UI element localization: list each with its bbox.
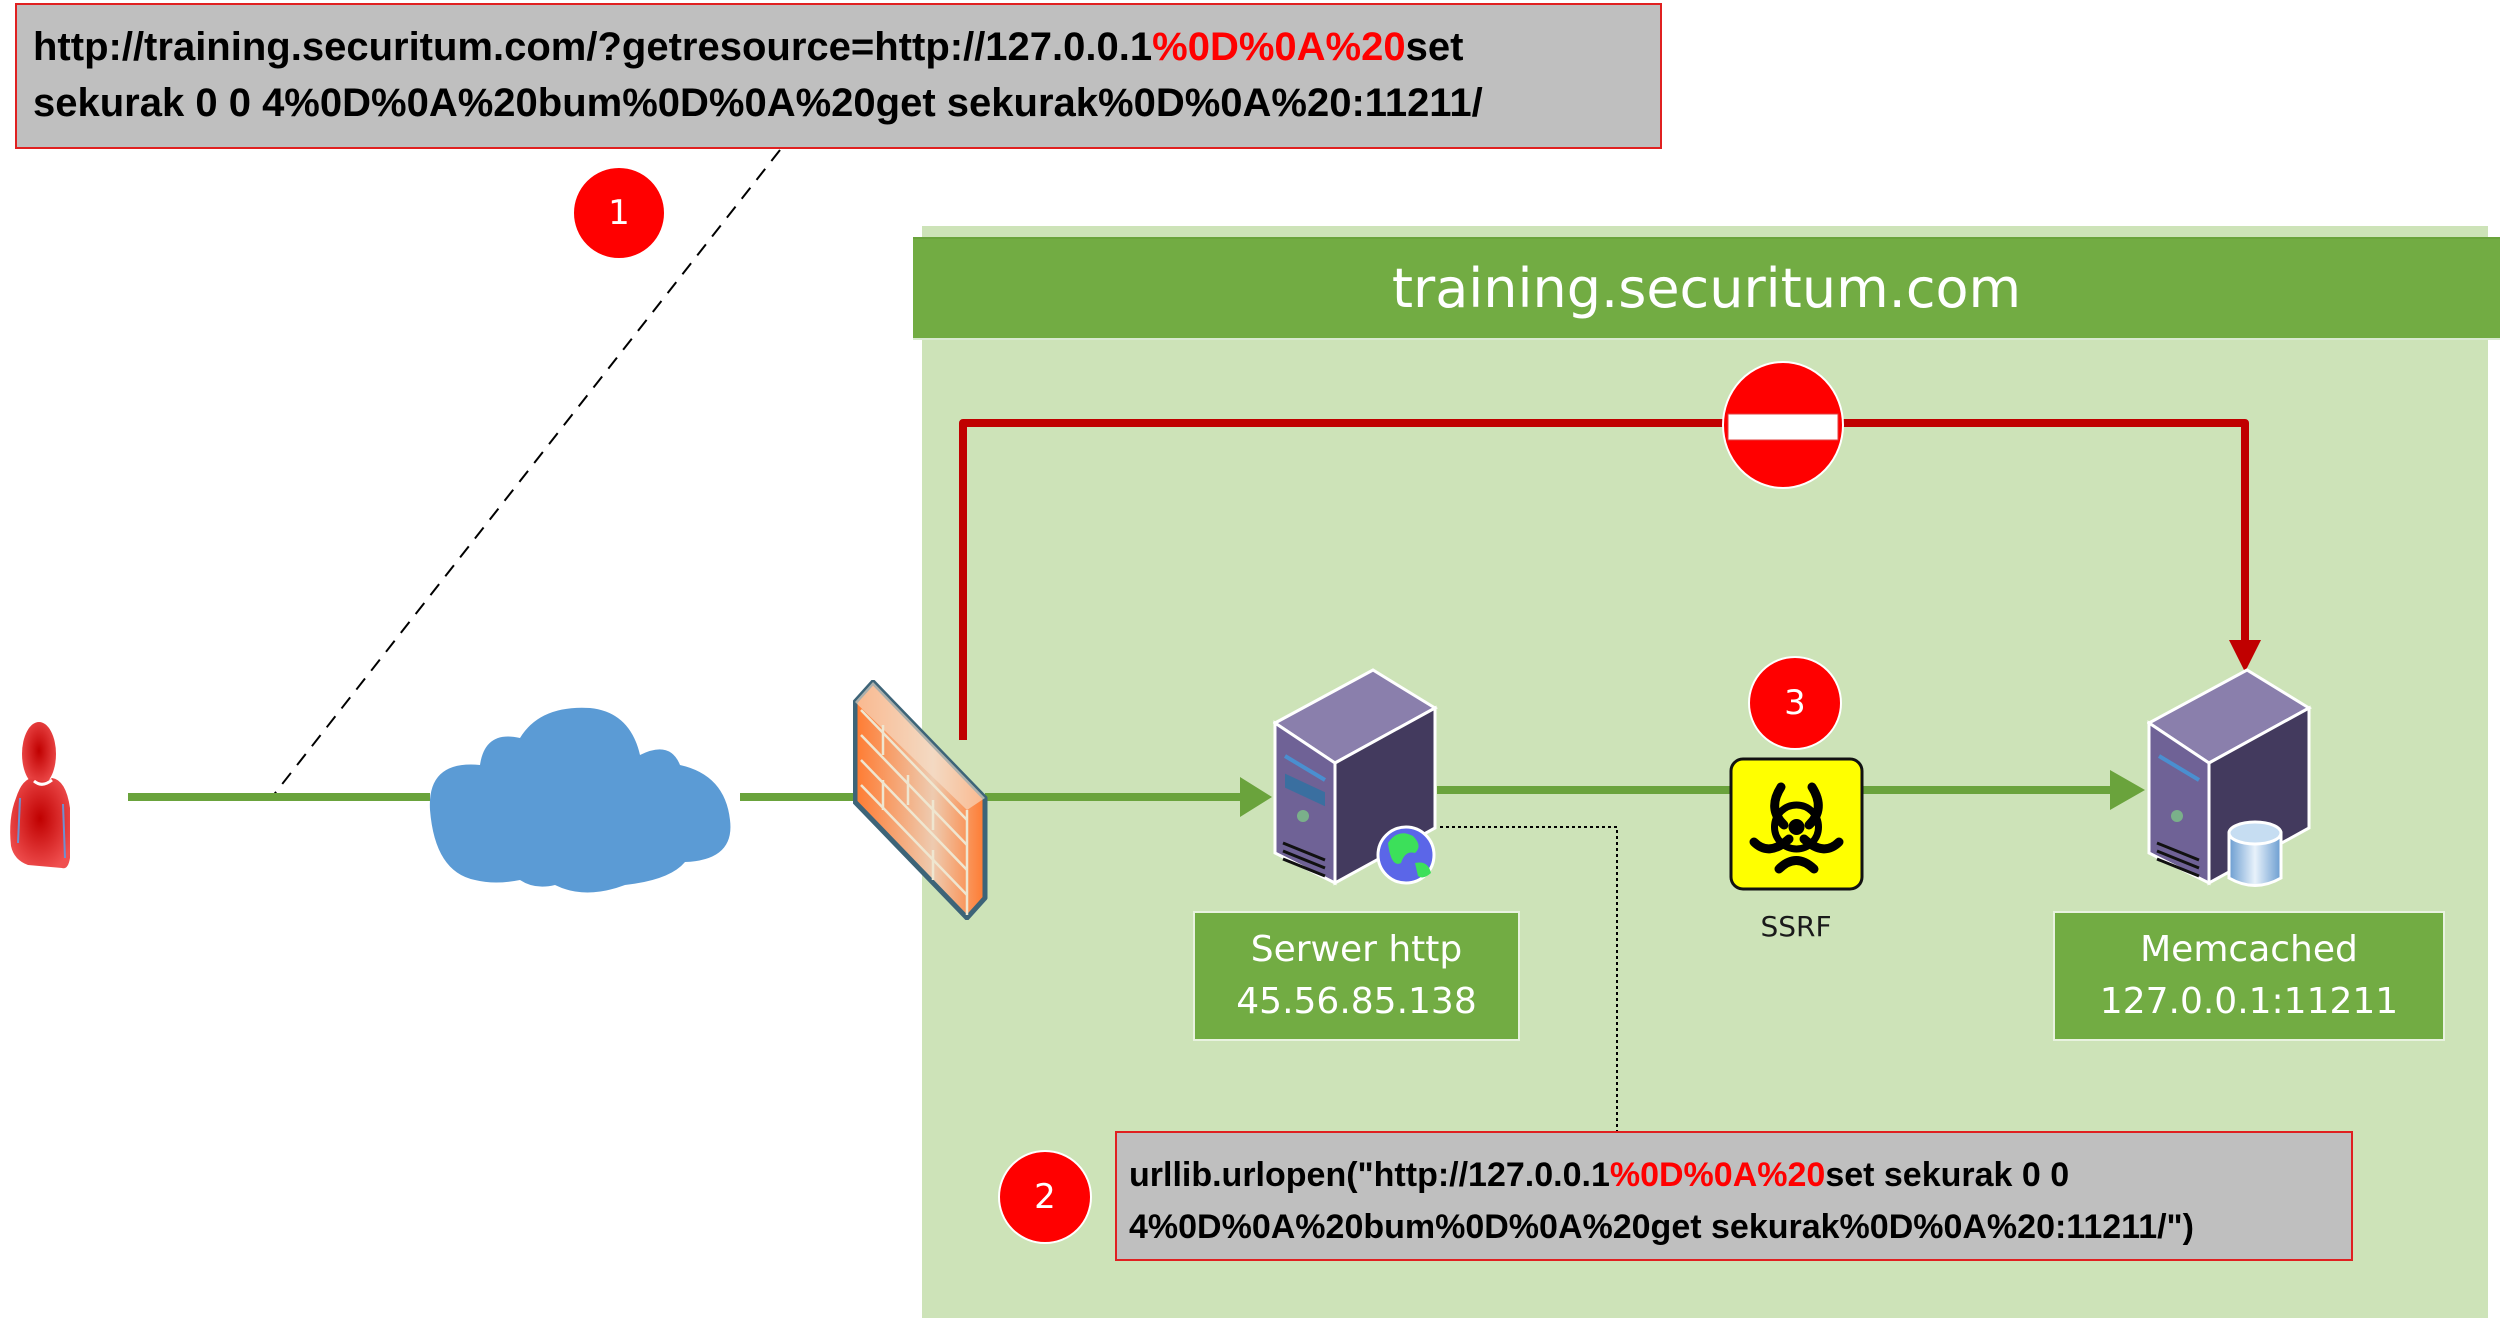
no-entry-icon <box>1722 361 1844 489</box>
arrowhead-to-memcached <box>2110 770 2145 810</box>
attack-url-crlf-highlight: %0D%0A%20 <box>1152 25 1406 69</box>
attack-url-text: set <box>1405 25 1464 69</box>
database-server-icon <box>2147 668 2312 887</box>
attack-url-line-1: http://training.securitum.com/?getresour… <box>33 19 1660 75</box>
server-call-crlf-highlight: %0D%0A%20 <box>1609 1156 1826 1194</box>
http-server-name: Serwer http <box>1250 929 1463 970</box>
ssrf-label: SSRF <box>1760 910 1832 943</box>
callout-dashed-line <box>271 149 781 798</box>
memcached-label: Memcached 127.0.0.1:11211 <box>2053 911 2445 1041</box>
firewall-icon <box>853 680 988 920</box>
attack-url-line-2: sekurak 0 0 4%0D%0A%20bum%0D%0A%20get se… <box>33 81 1483 125</box>
step-badge-3: 3 <box>1748 656 1842 750</box>
arrowhead-to-server <box>1240 777 1272 817</box>
server-call-text: set sekurak 0 0 <box>1825 1156 2070 1194</box>
memcached-name: Memcached <box>2140 929 2358 970</box>
attack-url-box: http://training.securitum.com/?getresour… <box>15 3 1662 149</box>
step-badge-2: 2 <box>998 1150 1092 1244</box>
server-call-box: urllib.urlopen("http://127.0.0.1%0D%0A%2… <box>1115 1131 2353 1261</box>
blocked-path-line <box>959 419 2249 740</box>
server-call-line-2: 4%0D%0A%20bum%0D%0A%20get sekurak%0D%0A%… <box>1129 1208 2194 1246</box>
attack-url-text: http://training.securitum.com/?getresour… <box>33 25 1153 69</box>
biohazard-icon <box>1729 757 1864 891</box>
server-call-line-1: urllib.urlopen("http://127.0.0.1%0D%0A%2… <box>1129 1149 2351 1201</box>
arrowhead-blocked <box>2229 640 2261 672</box>
cloud-icon <box>429 707 731 893</box>
zone-title: training.securitum.com <box>913 237 2500 340</box>
server-call-text: urllib.urlopen("http://127.0.0.1 <box>1129 1156 1610 1194</box>
http-server-address: 45.56.85.138 <box>1236 981 1477 1022</box>
user-icon <box>10 722 71 869</box>
http-server-label: Serwer http 45.56.85.138 <box>1193 911 1520 1041</box>
memcached-address: 127.0.0.1:11211 <box>2099 981 2399 1022</box>
callout-dotted-line <box>1440 826 1618 1131</box>
web-server-icon <box>1273 668 1438 886</box>
step-badge-1: 1 <box>572 166 666 260</box>
